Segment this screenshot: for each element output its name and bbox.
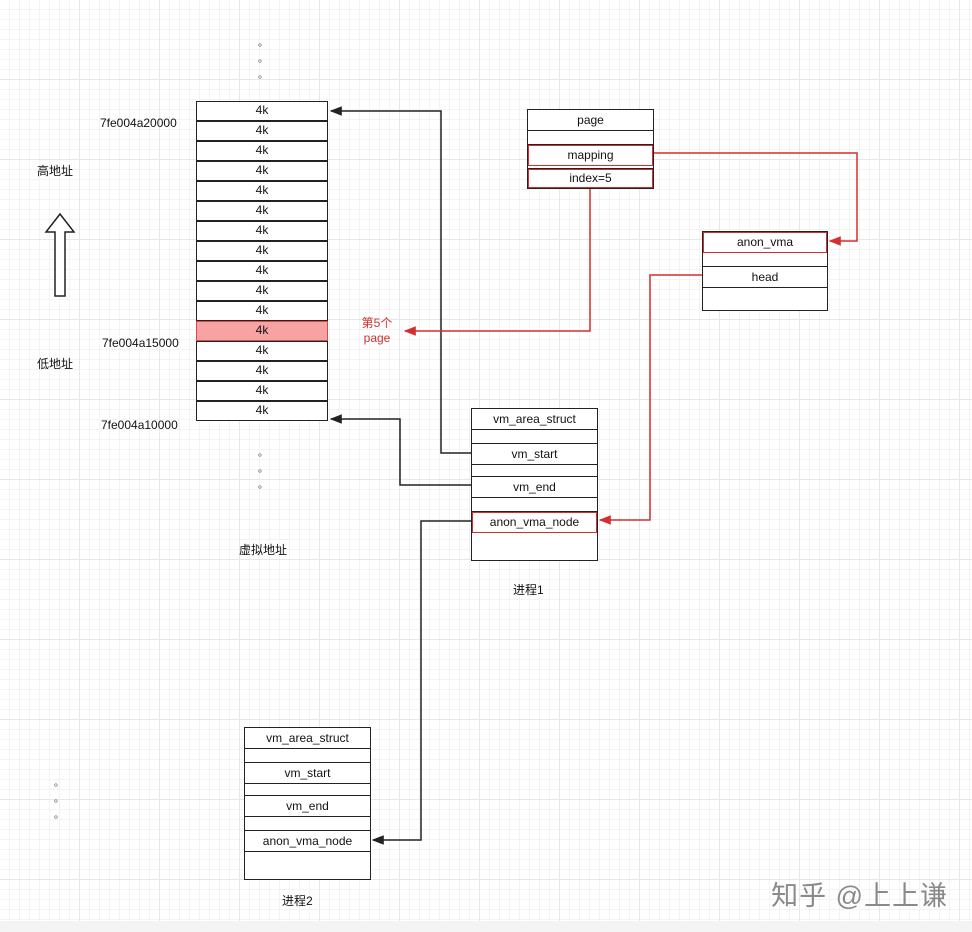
index-link [403,189,591,336]
memory-cell: 4k [196,221,328,241]
vma2-spacer [245,817,370,831]
virtual-address-label: 虚拟地址 [239,543,288,557]
mapping-link [654,152,858,246]
process1-label: 进程1 [513,583,544,597]
memory-cell: 4k [196,121,328,141]
vma1-vm-end: vm_end [472,477,597,498]
ellipsis-bottom: 。。。 [258,448,268,491]
anon-vma-node-chain-link [371,520,471,845]
address-top: 7fe004a20000 [100,116,177,130]
vma2-spacer [245,749,370,763]
memory-cell: 4k [196,201,328,221]
vma1-vm-start: vm_start [472,444,597,465]
high-address-label: 高地址 [37,164,74,178]
memory-cell: 4k [196,381,328,401]
address-mid: 7fe004a15000 [102,336,179,350]
up-arrow-icon [44,212,76,297]
fifth-page-label: 第5个 page [361,316,393,345]
page-mapping-field: mapping [528,145,653,166]
vma1-spacer [472,430,597,444]
vma1-spacer [472,465,597,477]
memory-cell: 4k [196,341,328,361]
vm-end-link [329,414,471,486]
memory-cell: 4k [196,141,328,161]
process2-label: 进程2 [282,894,313,908]
vma2-vm-start: vm_start [245,763,370,784]
vma2-title: vm_area_struct [245,728,370,749]
memory-cell: 4k [196,361,328,381]
memory-cell: 4k [196,281,328,301]
address-bottom: 7fe004a10000 [101,418,178,432]
page-spacer [528,166,653,169]
memory-cell-highlighted: 4k [196,321,328,341]
page-spacer [528,131,653,145]
low-address-label: 低地址 [37,357,74,371]
page-title: page [528,110,653,131]
vma2-vm-end: vm_end [245,796,370,817]
memory-cell: 4k [196,161,328,181]
anon-vma-struct: anon_vma head [702,231,828,311]
anon-vma-title: anon_vma [703,232,827,253]
memory-cell: 4k [196,241,328,261]
vma1-title: vm_area_struct [472,409,597,430]
page-index-field: index=5 [528,169,653,188]
anon-vma-spacer [703,253,827,267]
watermark: 知乎 @上上谦 [771,881,948,911]
ellipsis-bottom-left: 。。。 [54,778,64,821]
vma1-struct: vm_area_struct vm_start vm_end anon_vma_… [471,408,598,561]
footer-bar [0,921,972,932]
vma1-anon-vma-node: anon_vma_node [472,512,597,533]
memory-cell: 4k [196,101,328,121]
memory-cell: 4k [196,401,328,421]
vm-start-link [329,106,471,454]
memory-cell: 4k [196,181,328,201]
vma2-struct: vm_area_struct vm_start vm_end anon_vma_… [244,727,371,880]
memory-cell: 4k [196,301,328,321]
ellipsis-top: 。。。 [258,38,268,81]
vma1-spacer [472,498,597,512]
page-struct: page mapping index=5 [527,109,654,189]
memory-cell: 4k [196,261,328,281]
vma2-anon-vma-node: anon_vma_node [245,831,370,852]
anon-vma-head: head [703,267,827,288]
vma2-spacer [245,784,370,796]
head-link [598,274,702,525]
